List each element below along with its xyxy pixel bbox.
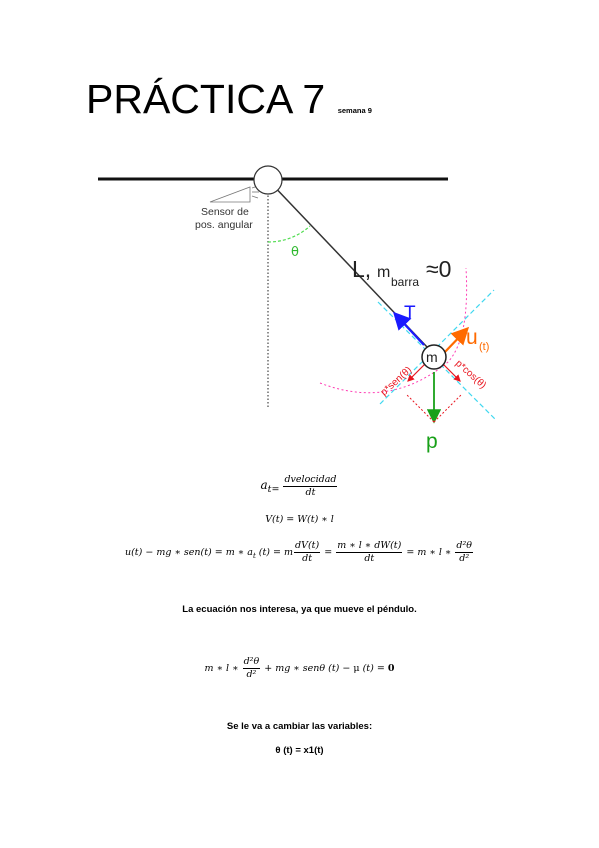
eq4-part3: (t) =: [359, 663, 388, 674]
mass-label: m: [426, 349, 438, 365]
eq3-frac3-den: d²: [459, 553, 470, 564]
trajectory-arc: [319, 267, 468, 394]
weight-label: p: [426, 430, 438, 453]
component-projections: [405, 393, 463, 423]
eq4-mu: μ: [353, 663, 360, 674]
input-arrow: [443, 326, 470, 354]
eq3-fraction-3: d²θ d²: [455, 540, 473, 565]
rod-label-approx: ≈0: [426, 256, 451, 282]
sin-component-arrow: [407, 362, 427, 382]
page-subtitle: semana 9: [337, 106, 372, 115]
eq4-fraction: d²θ d²: [242, 656, 261, 681]
component-cos-label: p*cos(θ): [453, 358, 488, 391]
eq4-part1: m ∗ l ∗: [204, 663, 242, 674]
eq3-part2: (t) = m: [255, 547, 294, 558]
variable-change-text: Se le va a cambiar las variables:: [226, 721, 373, 732]
sensor-label-line2: pos. angular: [195, 219, 253, 231]
explanation-text: La ecuación nos interesa, ya que mueve e…: [182, 604, 417, 615]
equation-newton: u(t) − mg ∗ sen(t) = m ∗ at (t) = m dV(t…: [0, 540, 599, 565]
sensor-icon: [209, 185, 259, 203]
title-block: PRÁCTICA 7 semana 9: [86, 76, 372, 123]
pendulum-diagram: Sensor de pos. angular θ L, m barra ≈0 T…: [98, 165, 497, 453]
input-label: u: [466, 326, 478, 349]
pendulum-mass: [421, 344, 447, 370]
eq2-text: V(t) = W(t) ∗ l: [265, 514, 334, 525]
eq1-denominator: dt: [305, 487, 316, 498]
eq3-frac1-den: dt: [302, 553, 313, 564]
eq3-fraction-2: m ∗ l ∗ dW(t) dt: [336, 540, 403, 565]
eq4-zero: 0: [387, 663, 395, 674]
eq3-frac2-den: dt: [364, 553, 375, 564]
eq3-eq1: =: [321, 547, 336, 558]
eq4-frac-den: d²: [246, 669, 257, 680]
equation-acceleration: at= dvelocidad dt: [0, 474, 599, 499]
eq3-part1: u(t) − mg ∗ sen(t) = m ∗ a: [124, 547, 253, 558]
eq1-fraction: dvelocidad dt: [283, 474, 338, 499]
eq3-fraction-1: dV(t) dt: [294, 540, 321, 565]
equation-pendulum: m ∗ l ∗ d²θ d² + mg ∗ senθ (t) − μ (t) =…: [0, 656, 599, 681]
eq1-lhs-sub: t=: [267, 483, 280, 495]
rod-label-L: L,: [352, 256, 371, 282]
eq1-lhs-a: a: [260, 478, 268, 492]
eq3-frac3-num: d²θ: [455, 540, 473, 553]
theta-label: θ: [291, 245, 299, 260]
theta-arc: [267, 225, 311, 243]
eq3-eq2: = m ∗ l ∗: [403, 547, 455, 558]
rod-label-sub: barra: [391, 275, 419, 289]
tension-label: T: [404, 303, 416, 324]
rod-label-m: m: [377, 264, 390, 281]
equation-velocity: V(t) = W(t) ∗ l: [0, 514, 599, 525]
page-title: PRÁCTICA 7: [86, 76, 326, 122]
sensor-label-line1: Sensor de: [201, 206, 249, 218]
input-label-sub: (t): [479, 341, 489, 353]
eq4-part2: + mg ∗ senθ (t) −: [261, 663, 354, 674]
pivot-circle: [253, 165, 283, 195]
tension-arrow: [392, 311, 425, 346]
eq3-frac2-num: m ∗ l ∗ dW(t): [336, 540, 403, 553]
eq3-frac1-num: dV(t): [294, 540, 321, 553]
component-sin-label: p*sen(θ): [379, 365, 414, 398]
cos-component-arrow: [441, 362, 461, 382]
variable-assignment: θ (t) = x1(t): [275, 745, 324, 756]
eq1-numerator: dvelocidad: [283, 474, 338, 487]
eq4-frac-num: d²θ: [242, 656, 261, 669]
eq3-sub: t: [252, 551, 256, 560]
